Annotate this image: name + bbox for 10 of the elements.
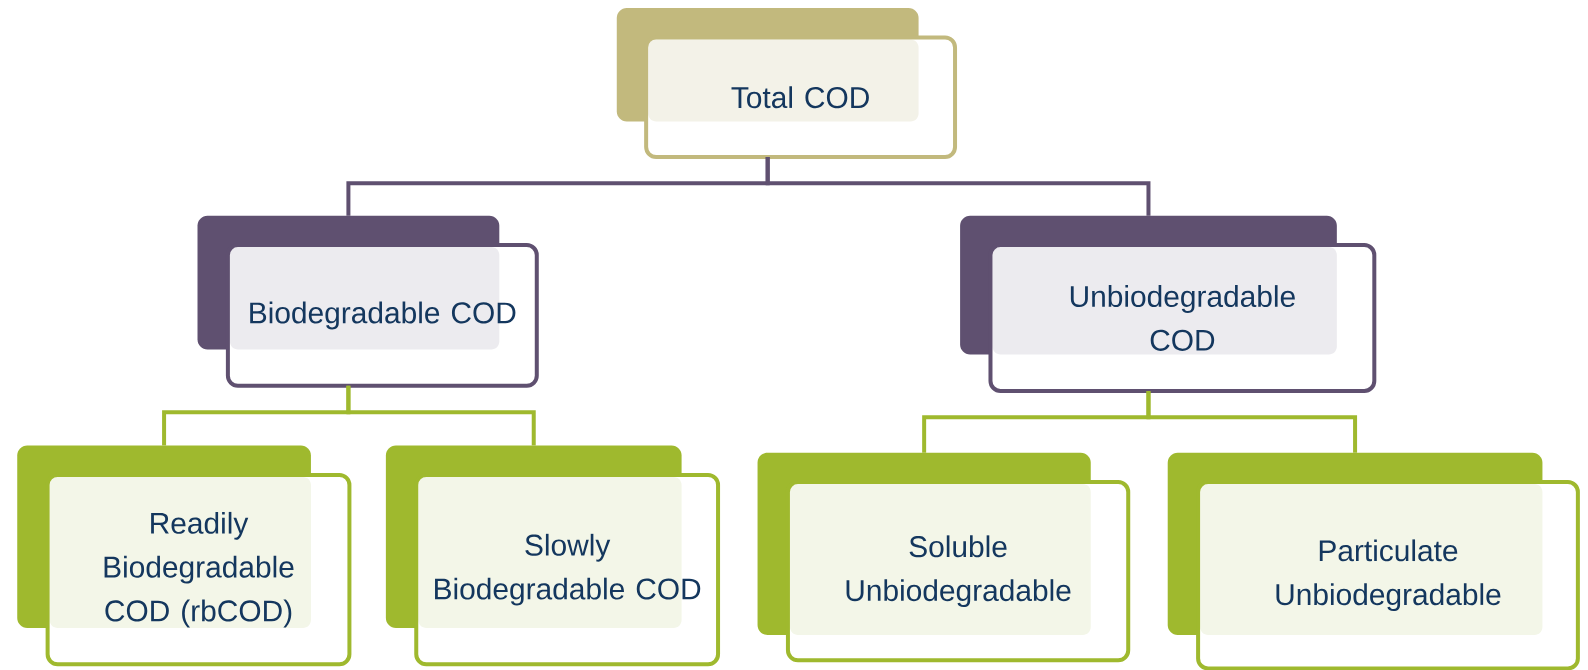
- card: Particulate Unbiodegradable: [1167, 452, 1580, 670]
- connector: [765, 157, 1151, 216]
- connector: [1146, 390, 1358, 453]
- card: Slowly Biodegradable COD: [385, 445, 721, 667]
- connector: [346, 385, 536, 446]
- card: Total COD: [616, 8, 958, 159]
- card: Biodegradable COD: [197, 215, 539, 388]
- card: Unbiodegradable COD: [960, 215, 1377, 393]
- card: Readily Biodegradable COD (rbCOD): [17, 445, 352, 667]
- card: Soluble Unbiodegradable: [757, 452, 1131, 663]
